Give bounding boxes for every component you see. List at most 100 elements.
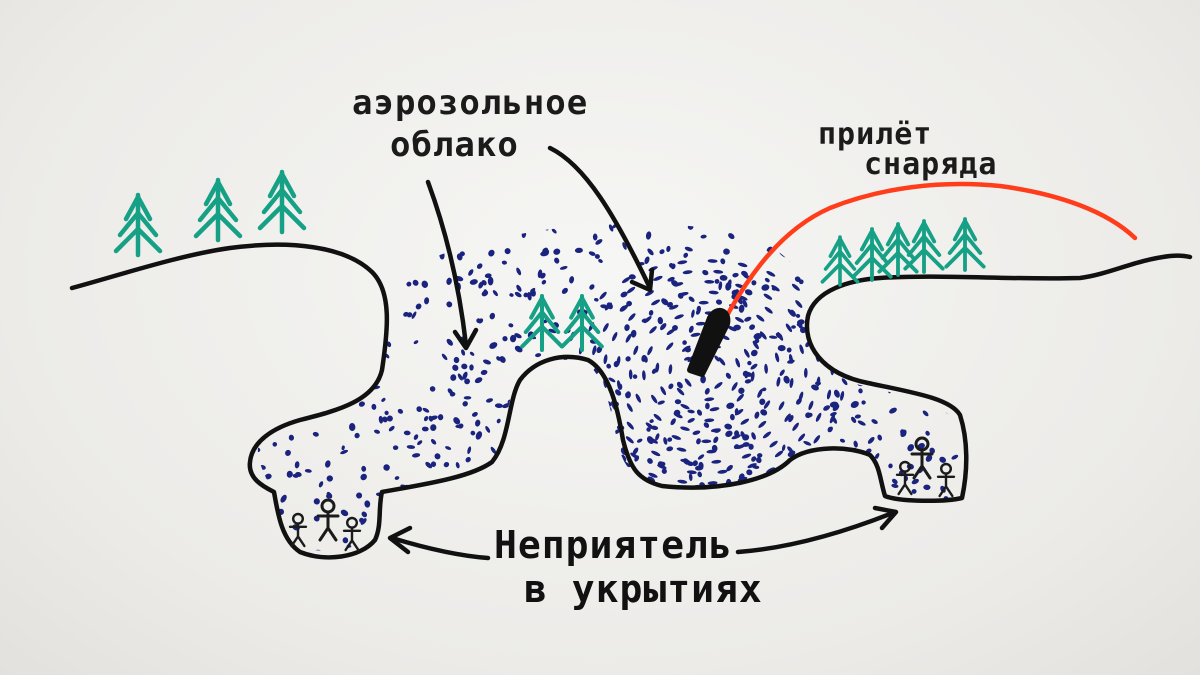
aerosol-swirl-dash — [704, 397, 715, 402]
aerosol-dot — [392, 445, 399, 451]
aerosol-dot — [348, 233, 352, 243]
aerosol-dot — [345, 260, 350, 267]
aerosol-dot — [923, 326, 931, 334]
aerosol-dot — [749, 324, 756, 330]
aerosol-dot — [416, 406, 423, 412]
aerosol-dot — [276, 363, 281, 371]
aerosol-dot — [727, 279, 732, 287]
aerosol-dot — [588, 251, 596, 256]
aerosol-dot — [576, 506, 585, 511]
aerosol-dot — [257, 447, 261, 453]
aerosol-dot — [594, 298, 599, 302]
aerosol-swirl-dash — [808, 400, 814, 411]
aerosol-dot — [937, 512, 946, 519]
aerosol-dot — [383, 464, 390, 471]
aerosol-dot — [738, 387, 745, 394]
aerosol-dot — [697, 454, 705, 460]
aerosol-dot — [939, 456, 947, 463]
aerosol-dot — [446, 338, 453, 346]
aerosol-dot — [925, 454, 933, 462]
aerosol-swirl-dash — [776, 376, 781, 387]
aerosol-dot — [604, 437, 610, 445]
aerosol-dot — [496, 418, 501, 424]
aerosol-swirl-dash — [643, 316, 652, 324]
aerosol-dot — [581, 452, 586, 458]
aerosol-swirl-dash — [649, 437, 658, 444]
aerosol-dot — [901, 303, 908, 308]
aerosol-swirl-dash — [628, 313, 636, 321]
aerosol-dot — [315, 295, 324, 300]
aerosol-swirl-dash — [803, 367, 808, 378]
aerosol-dot — [697, 471, 702, 478]
aerosol-dot — [851, 416, 857, 423]
aerosol-dot — [248, 426, 254, 432]
aerosol-dot — [748, 443, 754, 450]
aerosol-dot — [295, 471, 302, 477]
aerosol-swirl-dash — [759, 331, 767, 340]
aerosol-dot — [384, 410, 389, 416]
aerosol-dot — [269, 249, 274, 255]
aerosol-dot — [734, 491, 738, 500]
aerosol-swirl-dash — [740, 418, 750, 425]
aerosol-dot — [348, 423, 356, 431]
aerosol-dot — [609, 489, 618, 495]
aerosol-dot — [397, 408, 404, 414]
aerosol-dot — [691, 309, 695, 318]
aerosol-dot — [430, 461, 437, 467]
aerosol-dot — [843, 348, 849, 354]
aerosol-dot — [544, 225, 550, 231]
aerosol-swirl-dash — [651, 394, 658, 404]
aerosol-dot — [425, 461, 433, 469]
aerosol-dot — [443, 461, 450, 468]
aerosol-dot — [403, 521, 409, 526]
aerosol-dot — [539, 514, 544, 521]
aerosol-swirl-dash — [589, 369, 593, 380]
aerosol-swirl-dash — [669, 304, 679, 310]
aerosol-dot — [696, 438, 701, 445]
aerosol-swirl-dash — [653, 413, 662, 421]
aerosol-dot — [931, 312, 938, 318]
aerosol-swirl-dash — [666, 342, 674, 351]
aerosol-swirl-dash — [673, 412, 683, 419]
aerosol-dot — [278, 282, 286, 289]
aerosol-dot — [750, 349, 758, 357]
aerosol-swirl-dash — [674, 314, 684, 320]
aerosol-dot — [667, 276, 675, 282]
aerosol-dot — [905, 294, 911, 300]
aerosol-dot — [598, 258, 603, 264]
aerosol-swirl-dash — [603, 354, 608, 365]
aerosol-dot — [269, 307, 274, 313]
aerosol-dot — [465, 457, 471, 463]
aerosol-dot — [516, 284, 522, 292]
aerosol-dot — [521, 231, 527, 238]
aerosol-dot — [426, 532, 432, 540]
aerosol-dot — [568, 468, 576, 473]
aerosol-dot — [532, 450, 539, 456]
aerosol-dot — [786, 251, 793, 257]
aerosol-dot — [779, 369, 785, 376]
aerosol-dot — [267, 550, 272, 551]
aerosol-swirl-dash — [606, 416, 613, 426]
aerosol-swirl-dash — [653, 275, 663, 281]
aerosol-swirl-dash — [628, 369, 633, 380]
aerosol-dot — [569, 365, 574, 371]
aerosol-dot — [257, 422, 261, 428]
aerosol-dot — [704, 388, 710, 395]
aerosol-dot — [805, 412, 812, 419]
aerosol-swirl-dash — [829, 320, 836, 330]
aerosol-dot — [395, 241, 401, 246]
aerosol-dot — [429, 415, 438, 421]
aerosol-dot — [890, 295, 899, 302]
aerosol-dot — [944, 376, 954, 383]
aerosol-swirl-dash — [789, 378, 794, 388]
aerosol-dot — [553, 248, 561, 255]
aerosol-dot — [535, 353, 542, 358]
label-shell-arrival-line1: прилёт — [818, 117, 933, 152]
aerosol-dot — [304, 469, 312, 473]
aerosol-swirl-dash — [737, 262, 748, 268]
aerosol-dot — [278, 285, 284, 292]
aerosol-dot — [923, 508, 931, 516]
aerosol-dot — [478, 281, 484, 289]
aerosol-dot — [943, 545, 949, 551]
aerosol-dot — [719, 274, 728, 281]
